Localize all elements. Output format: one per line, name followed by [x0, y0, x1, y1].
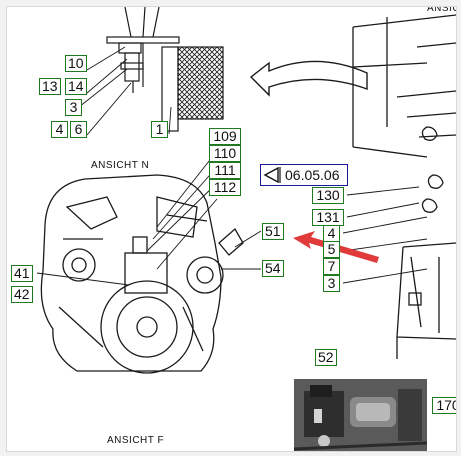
callout-109[interactable]: 109 — [209, 128, 241, 145]
view-label-n: ANSICHT N — [91, 160, 150, 171]
callout-10[interactable]: 10 — [65, 55, 87, 72]
callout-52[interactable]: 52 — [315, 349, 337, 366]
callout-7[interactable]: 7 — [323, 258, 340, 275]
callout-3a[interactable]: 3 — [65, 99, 82, 116]
callout-130[interactable]: 130 — [312, 187, 344, 204]
engine-view-n — [40, 174, 244, 374]
callout-4b[interactable]: 4 — [323, 225, 340, 242]
diagram-frame: ANSICHT ANSICHT N ANSICHT F 06.05.06 10 … — [6, 6, 457, 452]
view-label-f: ANSICHT F — [107, 435, 165, 446]
callout-170[interactable]: 170 — [432, 397, 456, 414]
callout-42[interactable]: 42 — [11, 286, 33, 303]
callout-13[interactable]: 13 — [39, 78, 61, 95]
callout-4a[interactable]: 4 — [51, 121, 68, 138]
callout-131[interactable]: 131 — [312, 209, 344, 226]
component-photo-graphic — [294, 379, 427, 451]
callout-111[interactable]: 111 — [209, 162, 241, 179]
top-left-bolt-assembly — [106, 7, 224, 132]
callout-51[interactable]: 51 — [262, 223, 284, 240]
curved-direction-arrow — [249, 60, 368, 97]
cab-structure — [352, 14, 456, 359]
triangle-left-icon — [263, 167, 281, 183]
reference-tag-label: 06.05.06 — [285, 167, 340, 183]
callout-6[interactable]: 6 — [70, 121, 87, 138]
view-label-top: ANSICHT — [427, 6, 456, 14]
callout-110[interactable]: 110 — [209, 145, 241, 162]
callout-1[interactable]: 1 — [151, 121, 168, 138]
component-photo — [294, 379, 427, 451]
callout-112[interactable]: 112 — [209, 179, 241, 196]
leader-lines — [36, 46, 428, 286]
callout-41[interactable]: 41 — [11, 265, 33, 282]
reference-tag[interactable]: 06.05.06 — [260, 164, 348, 186]
callout-3b[interactable]: 3 — [323, 275, 340, 292]
callout-54[interactable]: 54 — [262, 260, 284, 277]
exploded-view-drawing — [36, 7, 456, 374]
callout-14[interactable]: 14 — [65, 78, 87, 95]
callout-5[interactable]: 5 — [323, 241, 340, 258]
